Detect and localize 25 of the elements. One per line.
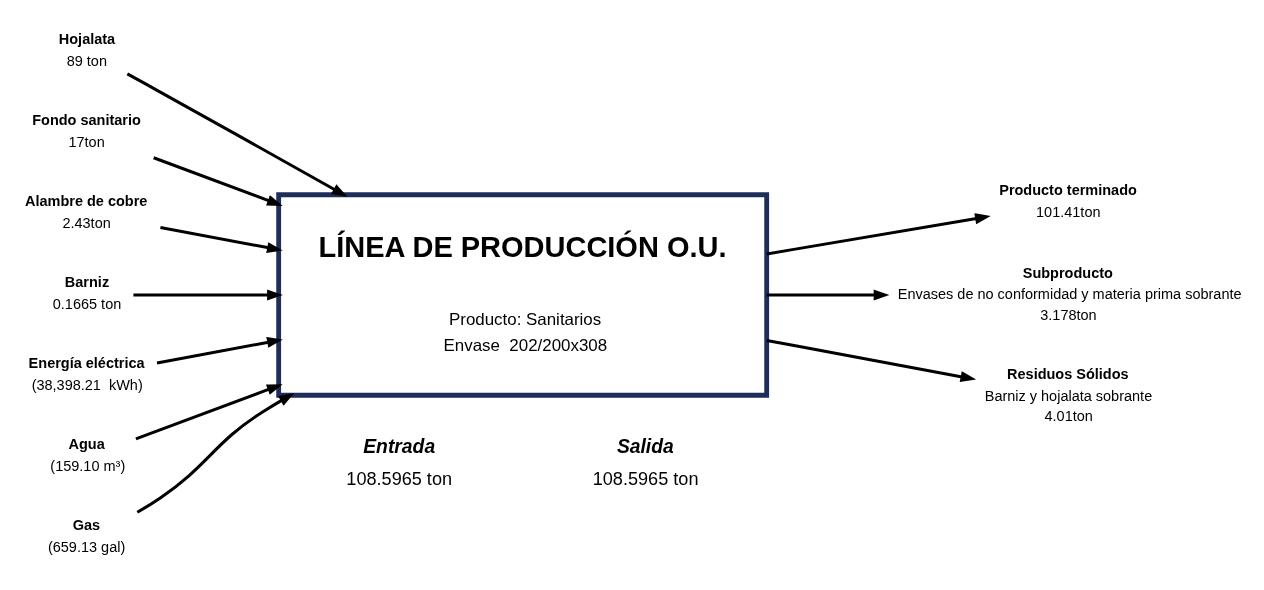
node-text: Barniz 0.1665 ton bbox=[52, 274, 122, 313]
arrow bbox=[153, 156, 283, 206]
label: Entrada bbox=[363, 436, 436, 457]
node-text: Agua (159.10 m³) bbox=[50, 436, 126, 474]
node-text: Alambre de cobre 2.43ton bbox=[25, 193, 148, 232]
label: Salida bbox=[616, 436, 674, 457]
label: 108.5965 ton bbox=[592, 468, 699, 489]
arrow bbox=[135, 384, 283, 441]
node-text: Fondo sanitario 17ton bbox=[32, 112, 141, 151]
arrow bbox=[160, 226, 283, 253]
arrow bbox=[126, 72, 348, 197]
arrow bbox=[136, 393, 295, 514]
arrow bbox=[766, 338, 977, 383]
arrow bbox=[766, 213, 991, 256]
arrow bbox=[156, 337, 283, 365]
arrow bbox=[766, 289, 890, 301]
node-box: LÍNEA DE PRODUCCIÓN O.U. Producto: Sanitarios Envase 202/200x308 bbox=[276, 192, 770, 398]
node-text: Subproducto Envases de no conformidad y materia prima sobrante 3.178ton bbox=[897, 264, 1242, 323]
node-text: Hojalata 89 ton bbox=[58, 31, 116, 70]
node-text: Residuos Sólidos Barniz y hojalata sobrante 4.01ton bbox=[984, 366, 1153, 425]
node-text: Gas (659.13 gal) bbox=[47, 517, 126, 555]
node-text: Producto terminado 101.41ton bbox=[999, 182, 1137, 221]
label: 108.5965 ton bbox=[346, 468, 453, 489]
node-text: Energía eléctrica (38,398.21 kWh) bbox=[28, 355, 145, 393]
arrow bbox=[133, 289, 283, 301]
